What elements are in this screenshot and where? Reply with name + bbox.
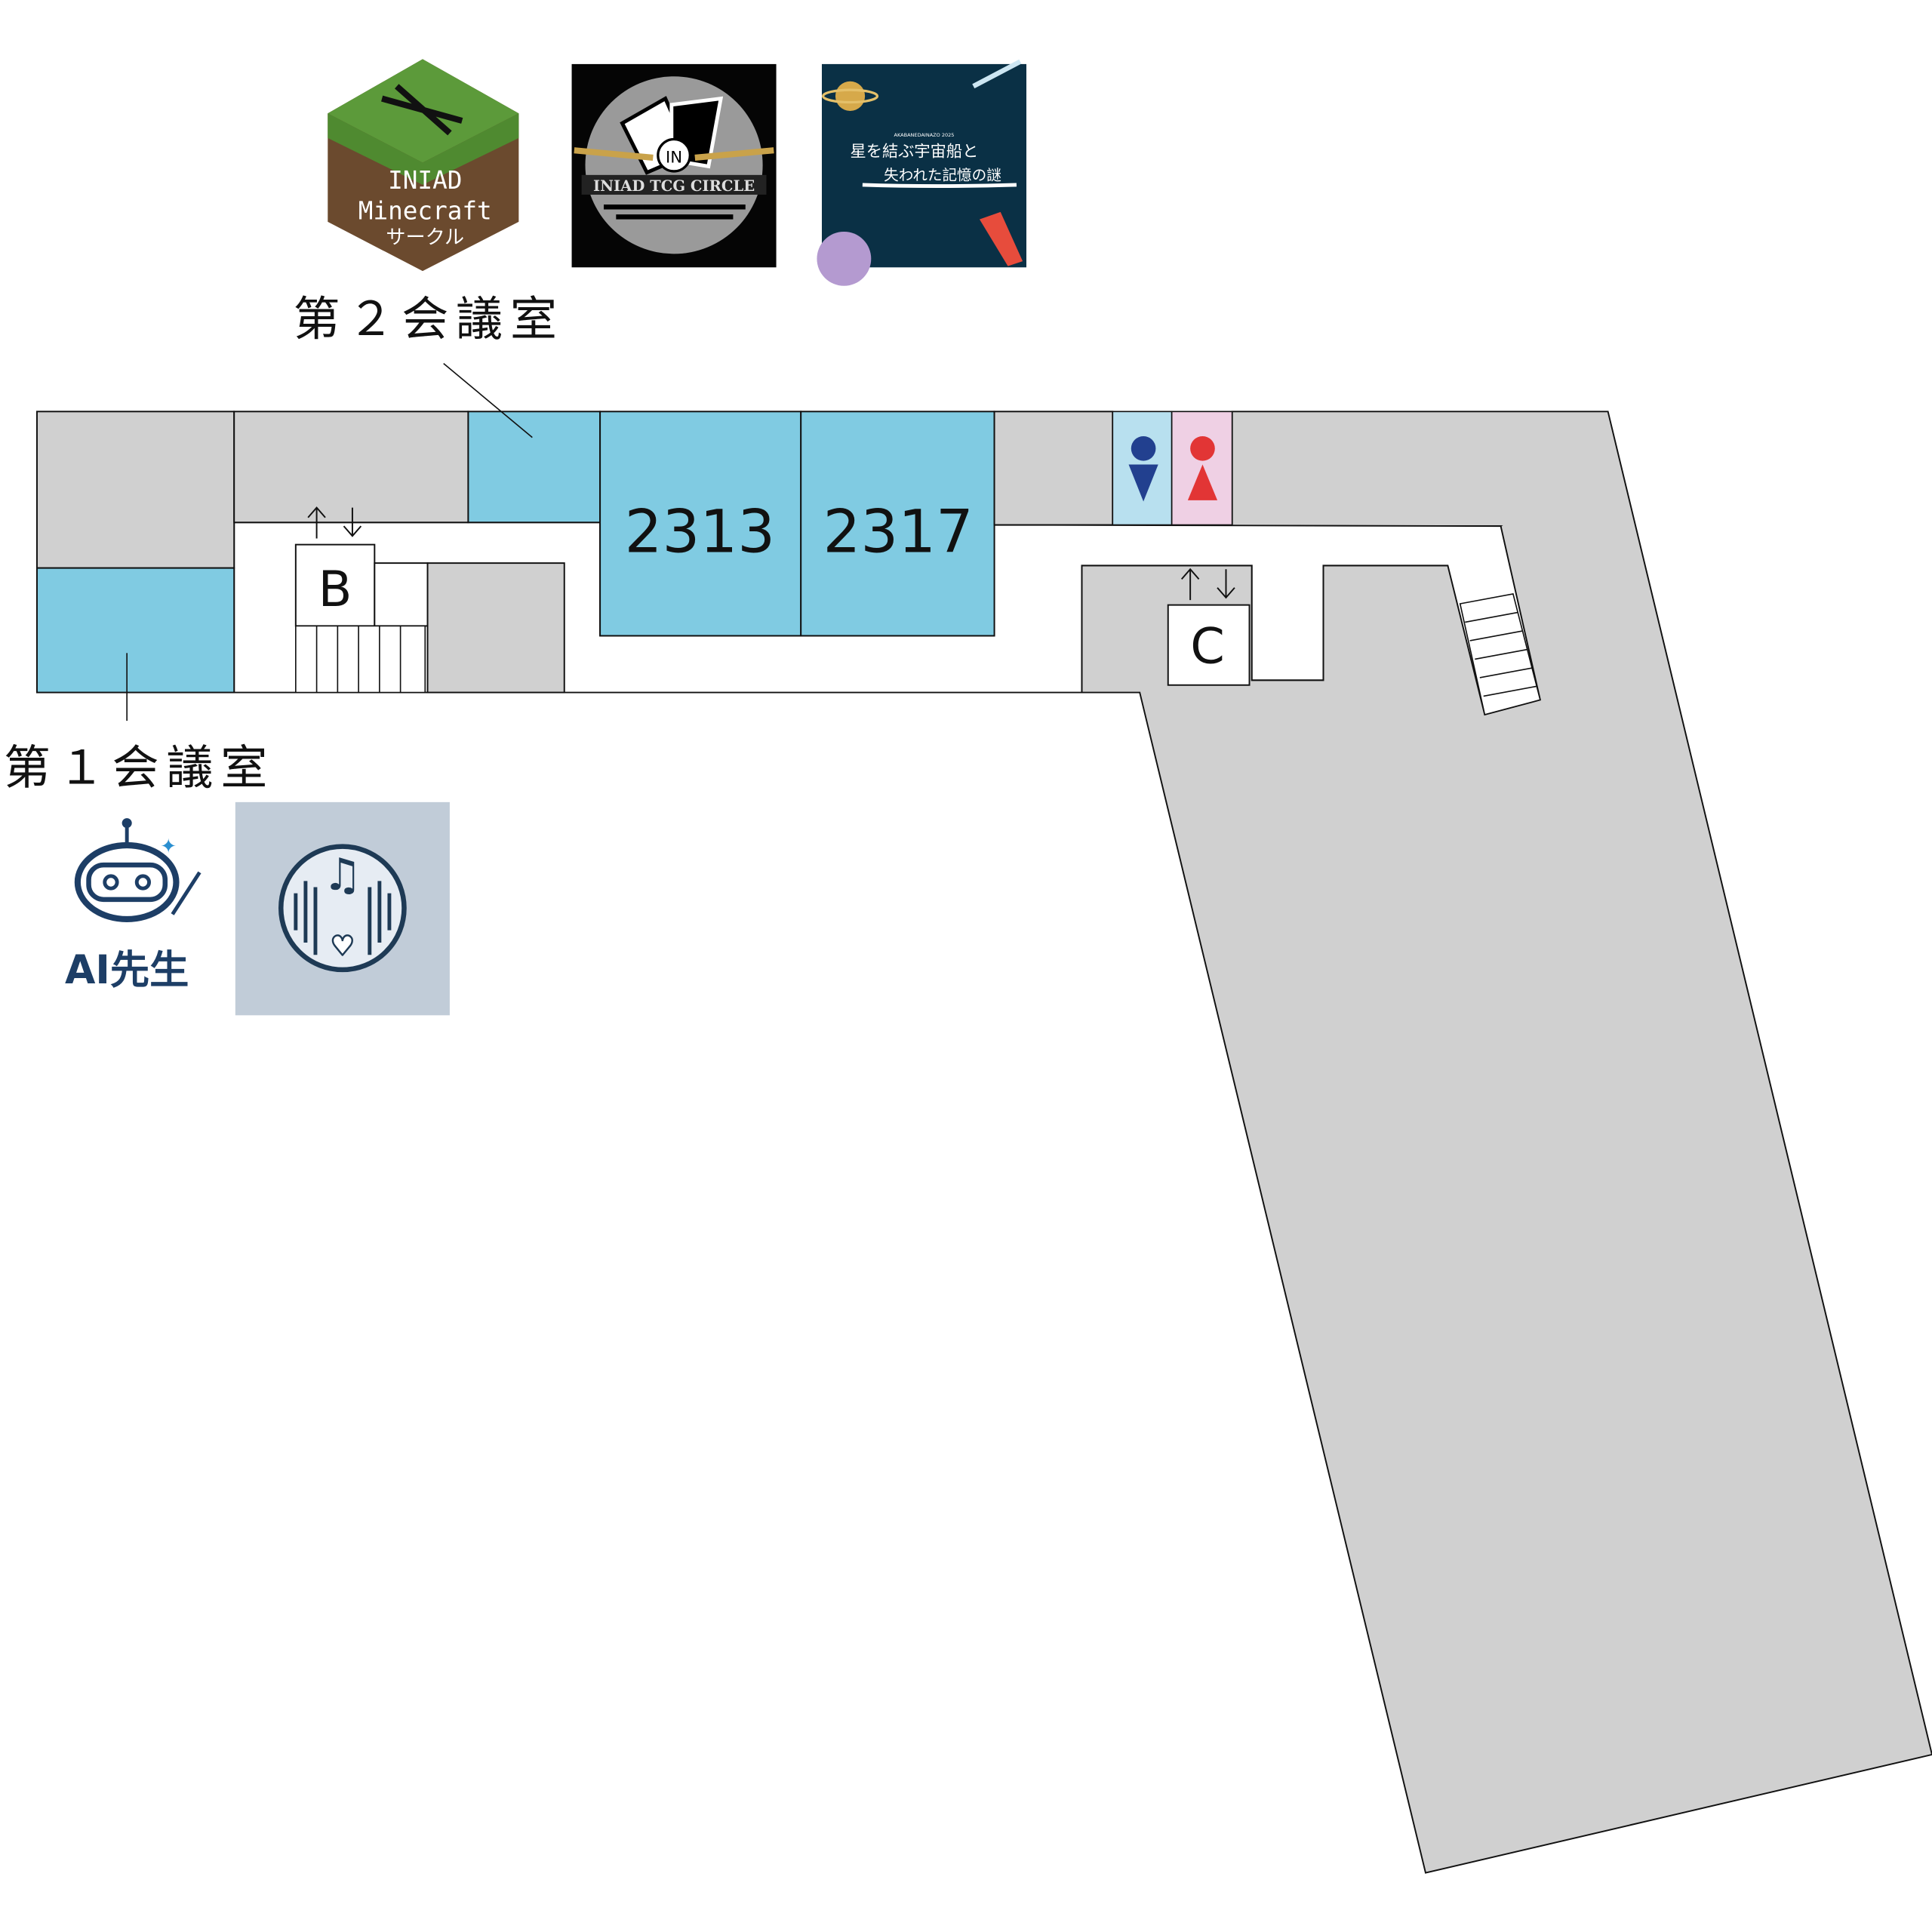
svg-text:AI先生: AI先生 [65,948,189,993]
up-down-arrows-icon [307,506,362,539]
svg-text:INIAD: INIAD [388,166,462,195]
nazo-event-poster: AKABANEDAINAZO 2025 星を結ぶ宇宙船と 失われた記憶の謎 [817,59,1026,286]
up-down-arrows-icon [1180,568,1235,601]
conference-room-1-label: 第１会議室 [4,740,275,795]
room-2313 [599,411,802,637]
male-restroom-icon [1128,435,1158,502]
elevator-b [294,543,376,627]
conference-room-2-label: 第２会議室 [294,291,565,346]
svg-text:✦: ✦ [160,835,177,858]
music-club-logo: ♫ ♥ [235,801,450,1016]
svg-text:♫: ♫ [323,848,363,900]
staircase-right [1459,592,1541,715]
room-gray-left-top [36,411,235,569]
svg-text:IN: IN [666,149,682,168]
tcg-circle-logo: IN INIAD TCG CIRCLE [571,63,777,268]
room-gray-top [233,411,469,524]
elevator-c [1167,604,1251,686]
elevator-b-side [374,562,429,627]
female-restroom-icon [1187,435,1218,500]
room-gray-mid [993,411,1114,526]
room-2313-label: 2313 [625,497,775,566]
elevator-c-label: C [1190,617,1225,675]
conference-room-2 [467,411,601,524]
minecraft-circle-logo: INIAD Minecraft サークル [328,59,519,272]
svg-text:Minecraft: Minecraft [358,197,492,226]
svg-text:INIAD TCG CIRCLE: INIAD TCG CIRCLE [593,177,755,195]
room-2317-label: 2317 [823,497,973,566]
svg-text:星を結ぶ宇宙船と: 星を結ぶ宇宙船と [851,142,979,161]
leader-line [443,363,533,438]
svg-text:サークル: サークル [386,226,464,249]
ai-sensei-logo: ✦ AI先生 [26,803,225,1016]
svg-text:♥: ♥ [331,931,355,961]
conference-room-1 [36,567,235,694]
elevator-b-label: B [318,561,352,618]
svg-text:失われた記憶の謎: 失われた記憶の謎 [884,166,1001,183]
svg-text:AKABANEDAINAZO 2025: AKABANEDAINAZO 2025 [894,132,955,138]
room-2317 [800,411,995,637]
room-gray-center [426,562,565,694]
staircase-b [295,625,426,694]
